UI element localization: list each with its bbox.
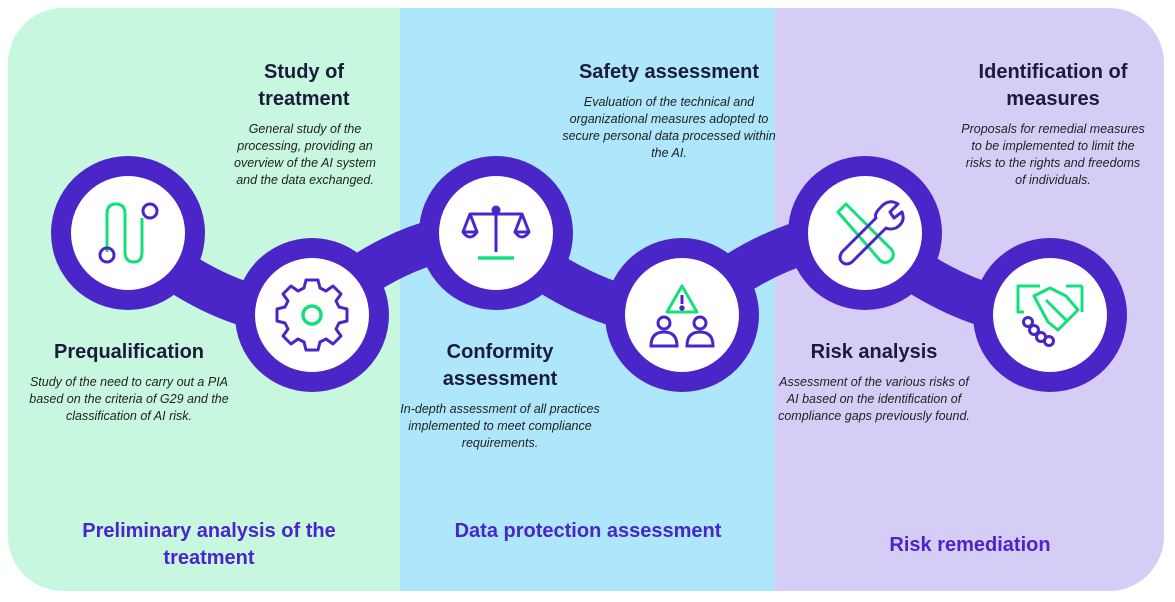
node-safety-assessment: [605, 238, 759, 392]
step-title-prequalification: Prequalification: [53, 341, 205, 363]
step-desc-identification-of-measures: Proposals for remedial measures to be im…: [961, 122, 1145, 187]
node-risk-analysis: [788, 156, 942, 310]
step-title-conformity-assessment: Conformity assessment: [442, 341, 558, 390]
scale-icon: [461, 205, 531, 260]
gear-icon: [275, 278, 349, 352]
band-label-preliminary: Preliminary analysis of the treatment: [82, 520, 336, 569]
node-conformity-assessment: [419, 156, 573, 310]
step-title-safety-assessment: Safety assessment: [578, 61, 760, 83]
step-desc-study-of-treatment: General study of the processing, providi…: [234, 122, 376, 187]
tools-icon: [836, 200, 905, 266]
band-label-risk-remediation: Risk remediation: [889, 534, 1051, 556]
route-icon: [98, 202, 159, 264]
step-title-study-of-treatment: Study of treatment: [258, 61, 350, 110]
step-title-risk-analysis: Risk analysis: [810, 341, 938, 363]
step-desc-safety-assessment: Evaluation of the technical and organiza…: [562, 95, 776, 160]
step-desc-prequalification: Study of the need to carry out a PIA bas…: [29, 375, 229, 423]
step-title-identification-of-measures: Identification of measures: [978, 61, 1128, 110]
handshake-icon: [1016, 284, 1084, 347]
band-label-data-protection: Data protection assessment: [454, 520, 722, 542]
step-desc-risk-analysis: Assessment of the various risks of AI ba…: [778, 375, 970, 423]
node-identification-of-measures: [973, 238, 1127, 392]
node-prequalification: [51, 156, 205, 310]
node-study-of-treatment: [235, 238, 389, 392]
step-desc-conformity-assessment: In-depth assessment of all practices imp…: [400, 402, 600, 450]
warning-people-icon: [649, 284, 715, 348]
